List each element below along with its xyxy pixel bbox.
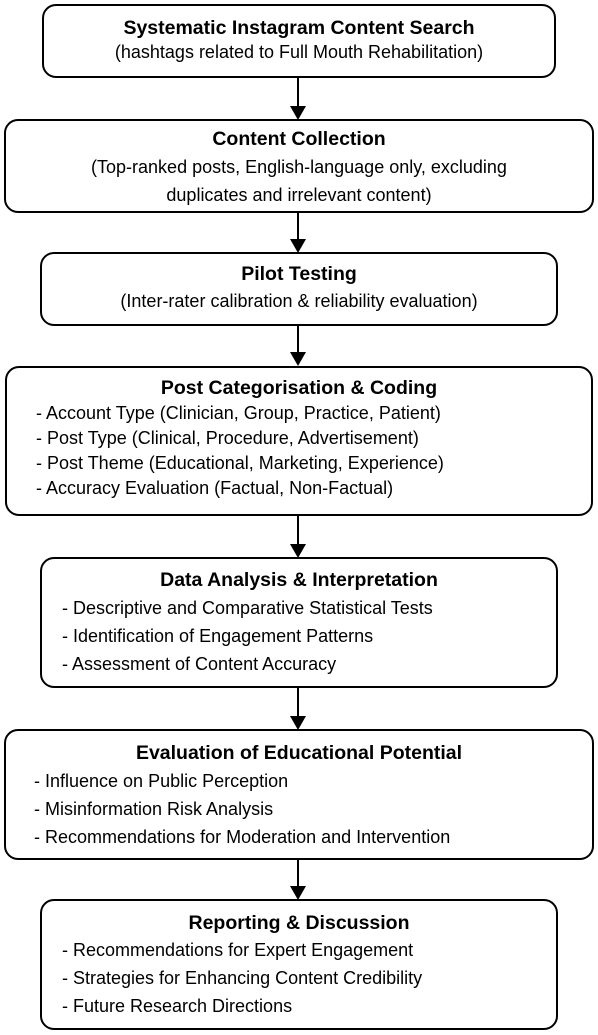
flow-arrow	[290, 860, 306, 900]
step-title: Post Categorisation & Coding	[160, 377, 438, 399]
step-title: Evaluation of Educational Potential	[135, 742, 463, 764]
flow-arrow	[290, 516, 306, 558]
step-description: (Top-ranked posts, English-language only…	[91, 157, 507, 177]
bullet-item: - Identification of Engagement Patterns	[62, 626, 374, 646]
bullet-item: - Account Type (Clinician, Group, Practi…	[36, 403, 441, 423]
step-title: Systematic Instagram Content Search	[123, 17, 475, 39]
step-box-post-categorisation: Post Categorisation & Coding - Account T…	[5, 366, 593, 516]
bullet-item: - Recommendations for Expert Engagement	[62, 940, 414, 960]
step-box-pilot-testing: Pilot Testing (Inter-rater calibration &…	[40, 252, 558, 326]
flow-arrow	[290, 213, 306, 253]
step-description: (Inter-rater calibration & reliability e…	[120, 291, 478, 311]
bullet-item: - Misinformation Risk Analysis	[34, 799, 274, 819]
flow-arrow	[290, 688, 306, 730]
bullet-list: - Recommendations for Expert Engagement …	[62, 938, 556, 1019]
bullet-list: - Descriptive and Comparative Statistica…	[62, 596, 556, 677]
step-description: duplicates and irrelevant content)	[166, 185, 432, 205]
step-box-content-collection: Content Collection (Top-ranked posts, En…	[4, 119, 594, 213]
bullet-list: - Account Type (Clinician, Group, Practi…	[36, 401, 591, 501]
flow-arrow	[290, 78, 306, 120]
bullet-list: - Influence on Public Perception - Misin…	[34, 769, 592, 850]
bullet-item: - Descriptive and Comparative Statistica…	[62, 598, 433, 618]
step-box-educational-potential: Evaluation of Educational Potential - In…	[4, 729, 594, 860]
step-title: Content Collection	[212, 128, 386, 150]
bullet-item: - Assessment of Content Accuracy	[62, 654, 337, 674]
bullet-item: - Influence on Public Perception	[34, 771, 289, 791]
step-box-content-search: Systematic Instagram Content Search (has…	[42, 4, 556, 78]
bullet-item: - Recommendations for Moderation and Int…	[34, 827, 451, 847]
flow-arrow	[290, 326, 306, 366]
bullet-item: - Post Type (Clinical, Procedure, Advert…	[36, 428, 419, 448]
bullet-item: - Post Theme (Educational, Marketing, Ex…	[36, 453, 444, 473]
step-title: Pilot Testing	[241, 263, 357, 285]
step-title: Reporting & Discussion	[188, 912, 410, 934]
bullet-item: - Strategies for Enhancing Content Credi…	[62, 968, 423, 988]
step-title: Data Analysis & Interpretation	[160, 569, 438, 591]
bullet-item: - Future Research Directions	[62, 996, 293, 1016]
bullet-item: - Accuracy Evaluation (Factual, Non-Fact…	[36, 478, 394, 498]
step-description: (hashtags related to Full Mouth Rehabili…	[114, 42, 484, 62]
step-box-data-analysis: Data Analysis & Interpretation - Descrip…	[40, 557, 558, 688]
step-box-reporting: Reporting & Discussion - Recommendations…	[40, 899, 558, 1030]
